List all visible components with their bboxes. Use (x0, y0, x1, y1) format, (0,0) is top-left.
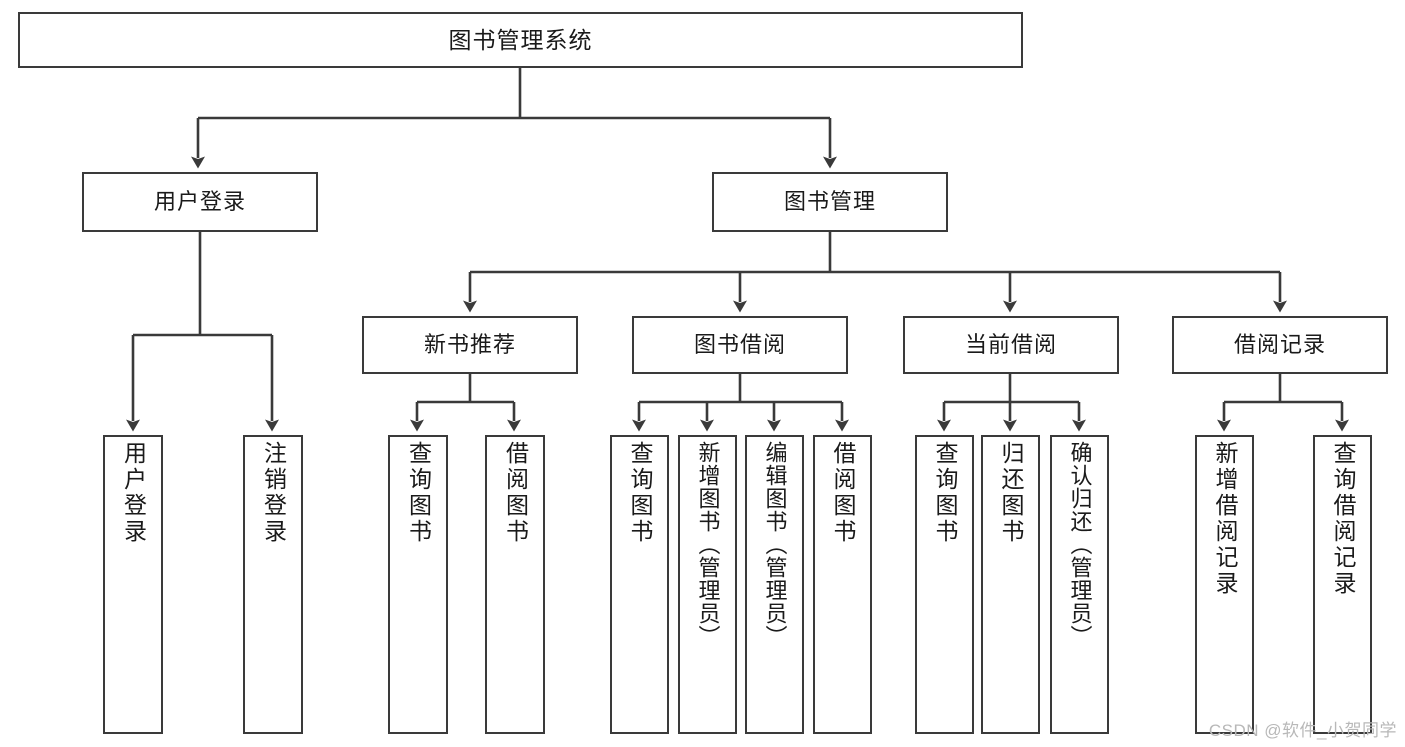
leaf-user-login[interactable]: 用户登录 (103, 435, 163, 734)
node-current-borrow[interactable]: 当前借阅 (903, 316, 1119, 374)
leaf-return-book-label: 归还图书 (998, 441, 1024, 545)
node-book-management-label: 图书管理 (783, 189, 876, 215)
node-root-label: 图书管理系统 (448, 26, 593, 53)
leaf-borrow-book-label: 借阅图书 (830, 441, 856, 545)
leaf-add-book-admin-label: 新增图书（管理员） (695, 441, 721, 648)
leaf-add-borrow-record[interactable]: 新增借阅记录 (1195, 435, 1254, 734)
node-root[interactable]: 图书管理系统 (18, 12, 1023, 68)
leaf-logout-label: 注销登录 (260, 441, 287, 545)
leaf-query-book-current-label: 查询图书 (932, 441, 958, 545)
leaf-logout[interactable]: 注销登录 (243, 435, 303, 734)
leaf-query-book-current[interactable]: 查询图书 (915, 435, 974, 734)
leaf-query-book-newbook-label: 查询图书 (405, 441, 432, 545)
leaf-edit-book-admin-label: 编辑图书（管理员） (762, 441, 788, 648)
node-book-borrow[interactable]: 图书借阅 (632, 316, 848, 374)
node-borrow-records[interactable]: 借阅记录 (1172, 316, 1388, 374)
node-new-book-recommend[interactable]: 新书推荐 (362, 316, 578, 374)
leaf-borrow-book-newbook-label: 借阅图书 (502, 441, 529, 545)
leaf-add-book-admin[interactable]: 新增图书（管理员） (678, 435, 737, 734)
leaf-query-borrow-record[interactable]: 查询借阅记录 (1313, 435, 1372, 734)
leaf-confirm-return-admin[interactable]: 确认归还（管理员） (1050, 435, 1109, 734)
node-new-book-recommend-label: 新书推荐 (423, 332, 516, 358)
leaf-query-book-borrow[interactable]: 查询图书 (610, 435, 669, 734)
leaf-query-borrow-record-label: 查询借阅记录 (1330, 441, 1356, 597)
node-borrow-records-label: 借阅记录 (1233, 332, 1326, 358)
leaf-borrow-book-newbook[interactable]: 借阅图书 (485, 435, 545, 734)
leaf-edit-book-admin[interactable]: 编辑图书（管理员） (745, 435, 804, 734)
leaf-borrow-book[interactable]: 借阅图书 (813, 435, 872, 734)
node-user-login-label: 用户登录 (153, 189, 246, 215)
node-book-borrow-label: 图书借阅 (693, 332, 786, 358)
leaf-add-borrow-record-label: 新增借阅记录 (1212, 441, 1238, 597)
node-user-login[interactable]: 用户登录 (82, 172, 318, 232)
leaf-confirm-return-admin-label: 确认归还（管理员） (1067, 441, 1093, 648)
node-current-borrow-label: 当前借阅 (964, 332, 1057, 358)
node-book-management[interactable]: 图书管理 (712, 172, 948, 232)
leaf-return-book[interactable]: 归还图书 (981, 435, 1040, 734)
leaf-query-book-newbook[interactable]: 查询图书 (388, 435, 448, 734)
leaf-query-book-borrow-label: 查询图书 (627, 441, 653, 545)
leaf-user-login-label: 用户登录 (120, 441, 147, 545)
